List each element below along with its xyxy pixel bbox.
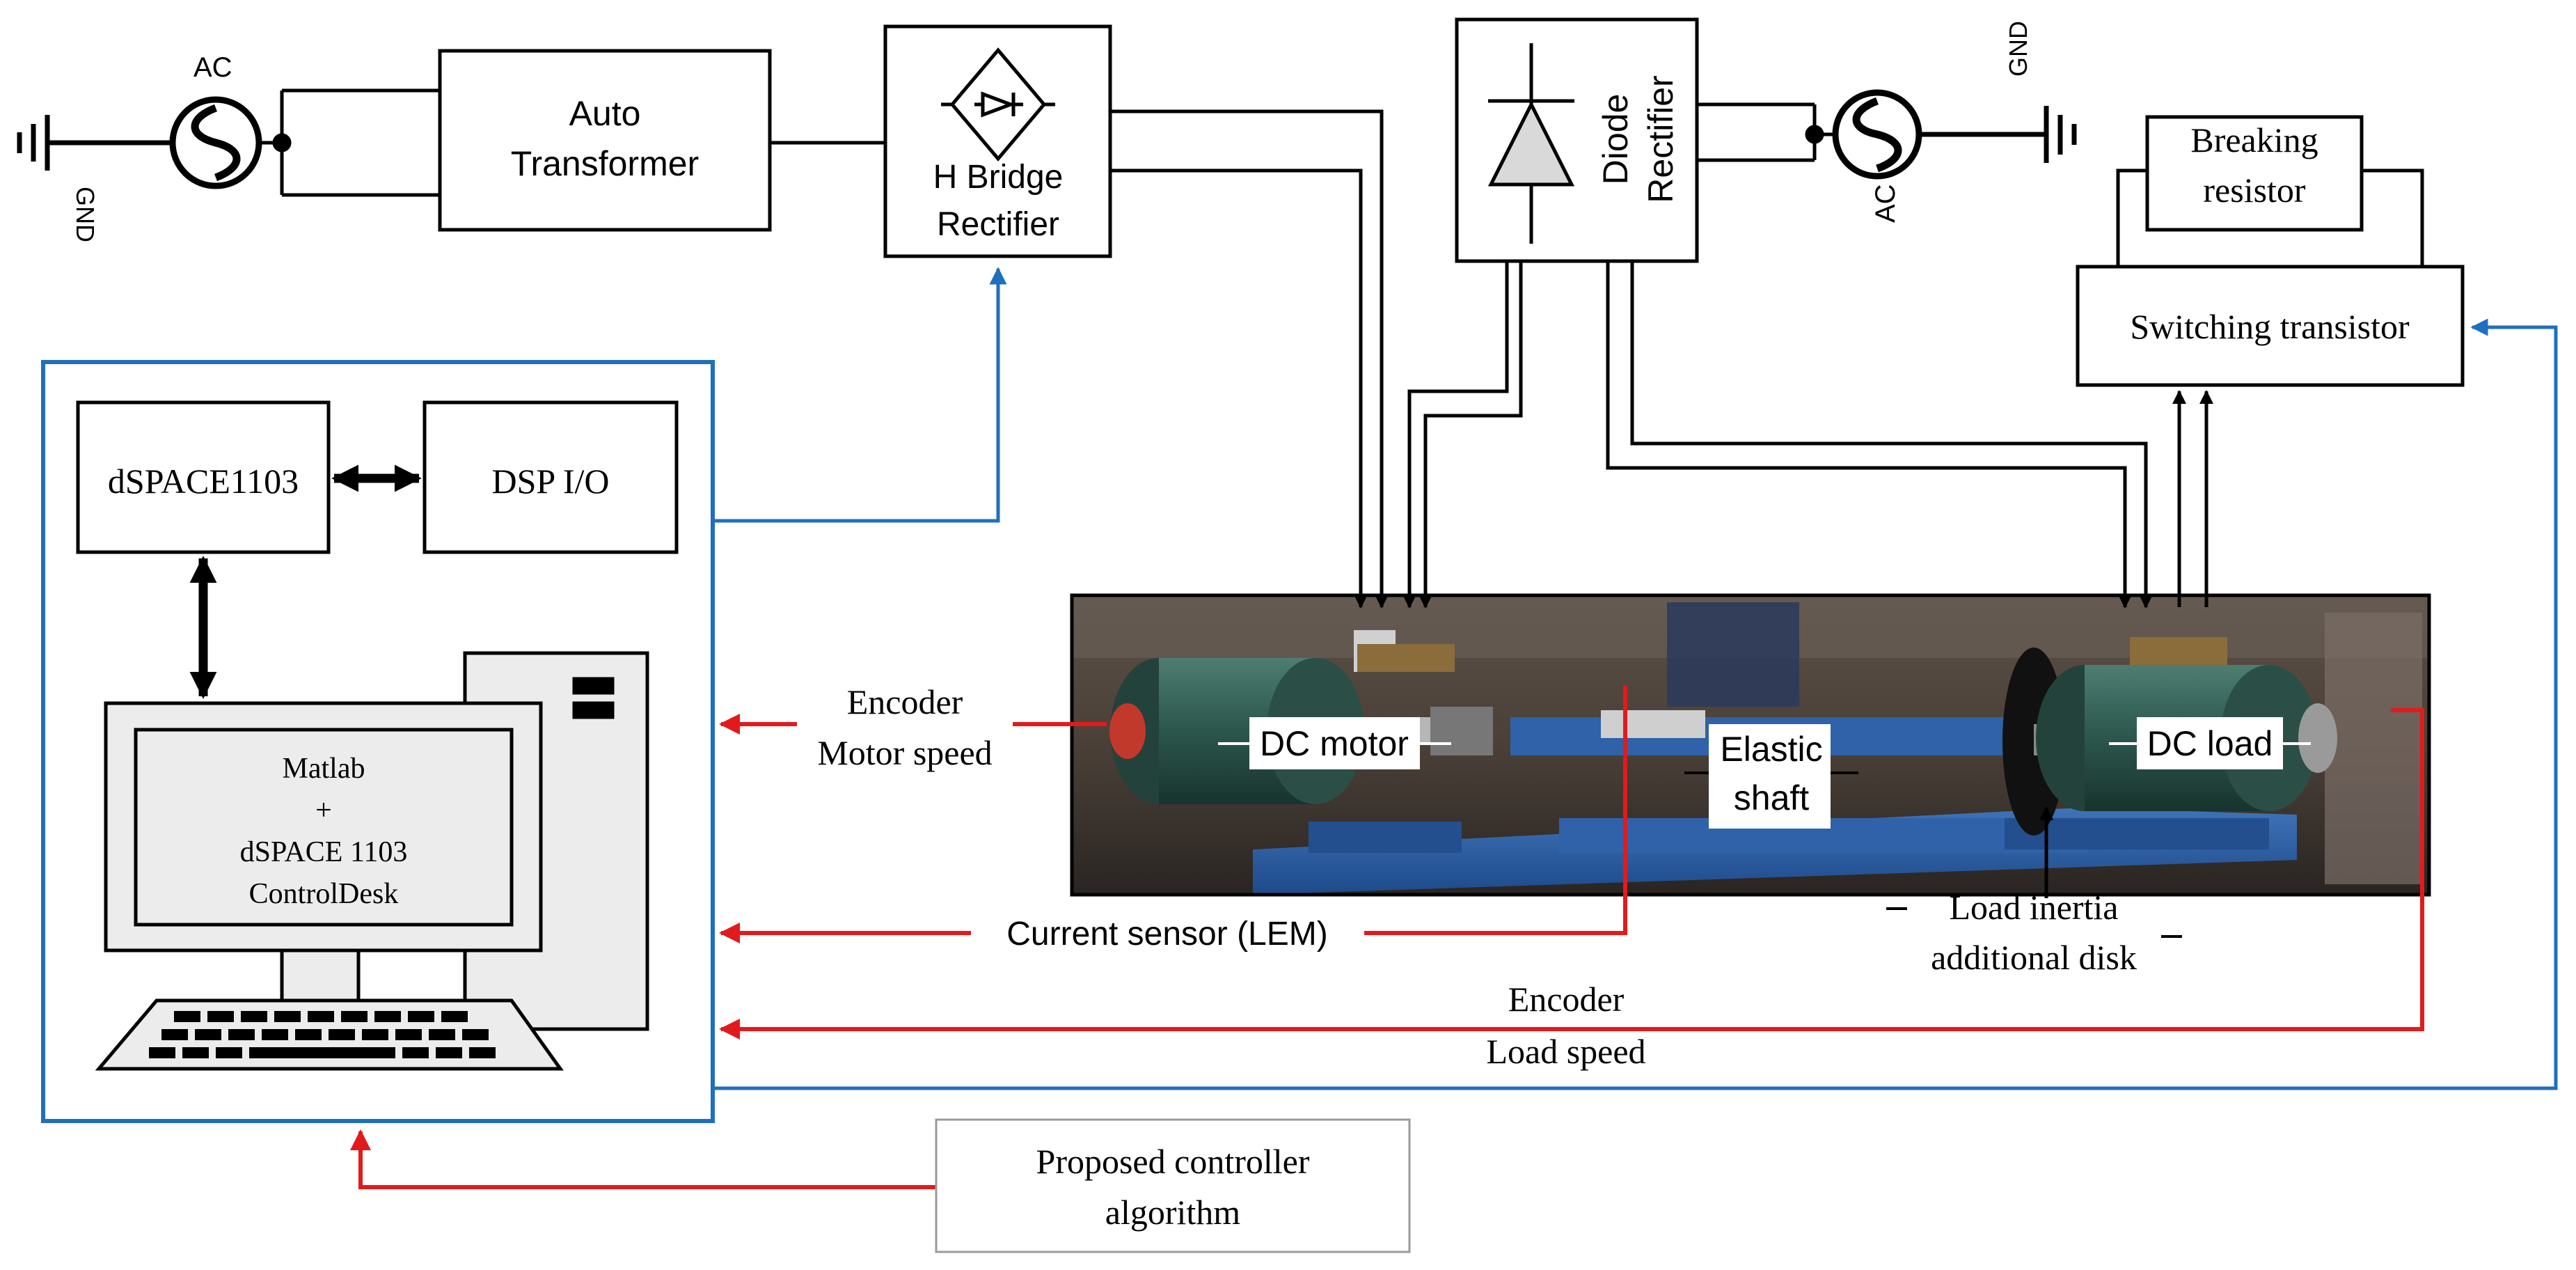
ac-source-left-icon [169, 96, 262, 189]
elastic-shaft-label-group: Elastic shaft [1684, 724, 1858, 829]
hbridge-rectifier-box: H Bridge Rectifier [883, 24, 1112, 258]
dsp-io-label: DSP I/O [491, 462, 609, 501]
wiring-diode-to-motor [1402, 261, 1523, 609]
diode-icon [1487, 43, 1575, 244]
control-signal-to-hbridge [713, 267, 1007, 523]
dc-motor-label-group: DC motor [1218, 717, 1451, 769]
diode-label-1: Diode [1596, 94, 1635, 185]
feedback-current-sensor [1364, 686, 1627, 935]
monitor-stand [280, 948, 361, 1003]
monitor-screen [134, 728, 514, 927]
load-inertia-label-1: Load inertia [1950, 888, 2119, 927]
current-sensor-label: Current sensor (LEM) [1006, 916, 1327, 952]
hbridge-label-1: H Bridge [933, 159, 1064, 196]
auto-transformer-label-1: Auto [569, 94, 641, 133]
ac-source-right-icon [1832, 89, 1922, 180]
monitor-text-4: ControlDesk [249, 878, 399, 910]
proposed-controller-box: Proposed controller algorithm [935, 1118, 1411, 1253]
switching-transistor-box: Switching transistor [2076, 265, 2465, 387]
ac-right-label: AC [1870, 184, 1901, 223]
controller-label-1: Proposed controller [1036, 1142, 1310, 1181]
dsp-io-box: DSP I/O [422, 400, 679, 554]
gnd-left-label: GND [71, 187, 100, 242]
wiring-diode-to-load [1606, 261, 2153, 609]
computer-icon [95, 651, 649, 1071]
wiring-hbridge-to-motor [1110, 109, 1389, 609]
hbridge-label-2: Rectifier [937, 206, 1059, 243]
ac-left-label: AC [193, 52, 232, 83]
dspace-box: dSPACE1103 [76, 400, 331, 554]
monitor-text-3: dSPACE 1103 [240, 836, 408, 868]
load-inertia-label-2: additional disk [1931, 938, 2137, 977]
feedback-encoder-load [719, 708, 2424, 1040]
elastic-shaft-label-2: shaft [1734, 778, 1810, 817]
control-signal-to-transistor [713, 318, 2558, 1090]
gnd-left-symbol [17, 115, 173, 171]
bridge-rectifier-icon [941, 47, 1055, 162]
dc-motor-label: DC motor [1260, 724, 1409, 763]
encoder-load-label-1: Encoder [1508, 980, 1625, 1019]
auto-transformer-box: Auto Transformer [438, 49, 772, 232]
breaking-resistor-label-2: resistor [2203, 171, 2306, 210]
encoder-motor-label-2: Motor speed [817, 733, 992, 772]
encoder-motor-label-1: Encoder [847, 682, 963, 721]
diode-label-2: Rectifier [1641, 75, 1680, 203]
dc-load-label-group: DC load [2109, 717, 2311, 769]
controller-label-2: algorithm [1105, 1193, 1241, 1232]
breaking-resistor-label-1: Breaking [2190, 120, 2318, 159]
dc-load-label: DC load [2147, 724, 2273, 763]
diode-rectifier-box: Diode Rectifier [1455, 17, 1699, 263]
monitor-text-1: Matlab [283, 753, 365, 785]
breaking-resistor-box: Breaking resistor [2145, 115, 2364, 232]
auto-transformer-label-2: Transformer [511, 144, 699, 183]
wire-ac-to-transformer [259, 88, 440, 197]
keyboard-keys [149, 1011, 496, 1058]
wire-resistor-loop [2116, 168, 2424, 267]
wiring-load-to-transistor [2172, 390, 2213, 607]
gnd-right-symbol [1919, 106, 2077, 163]
dspace-label: dSPACE1103 [108, 462, 299, 501]
load-inertia-label-group: Load inertia additional disk [1886, 806, 2182, 977]
wire-diode-to-ac-right [1697, 102, 1835, 162]
switching-transistor-label: Switching transistor [2130, 307, 2410, 346]
gnd-right-label: GND [2004, 21, 2032, 77]
controller-to-pc [350, 1129, 936, 1189]
elastic-shaft-label-1: Elastic [1720, 730, 1822, 769]
monitor-text-2: + [315, 794, 332, 826]
encoder-load-label-2: Load speed [1486, 1032, 1645, 1071]
